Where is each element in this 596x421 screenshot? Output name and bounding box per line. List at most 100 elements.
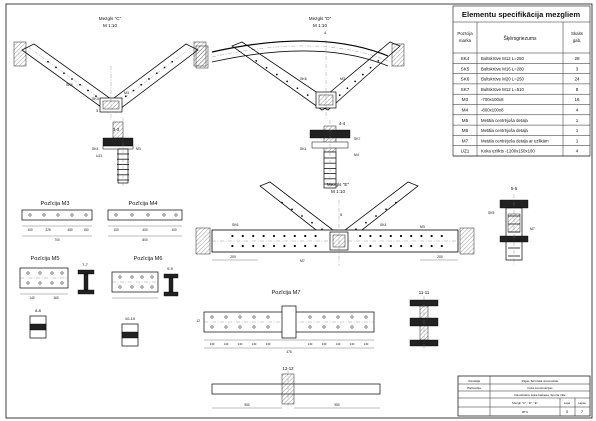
bolt-mark (95, 95, 97, 98)
section-10-10-label: 10-10 (125, 316, 136, 321)
bolt-mark (359, 234, 362, 238)
spec-row-desc: Koka uzlikts -1200x150x100 (481, 149, 535, 154)
m3-dim-c: 450 (67, 228, 73, 232)
title-sheet-title: Mezgli "C", "D", "E" (512, 401, 538, 405)
m7-dim-seg: 140 (238, 342, 243, 346)
position-m5: Pozīcija M5 7-7 140 160 8-8 (19, 256, 95, 339)
sheet-frame (5, 3, 593, 419)
title-sheets-total: 7 (581, 410, 583, 414)
spec-table: Elementu specifikācija mezgliem Pozīcija… (452, 5, 591, 157)
section-9-9-label: 9-9 (167, 266, 174, 271)
title-block: Rīgas Tehniskā universitāte Koka konstru… (457, 375, 591, 417)
spec-row-pos: SK7 (461, 87, 470, 92)
section-8-8-label: 8-8 (35, 308, 42, 313)
hole-mark (140, 285, 144, 289)
hole-mark (252, 325, 256, 329)
bolt-mark (410, 234, 413, 238)
section-5-5-sk5: SK5 (488, 211, 495, 215)
spec-row-qty: 4 (576, 108, 579, 113)
bolt-mark (71, 78, 73, 80)
hole-mark (130, 213, 134, 217)
m4-dim-a: 100 (113, 228, 119, 232)
node-c-cut-3: 3 (96, 108, 99, 113)
bolt-mark (255, 59, 258, 62)
node-c-view: Mezgls "C" M 1:10 SK4 M3 3 SK6 (13, 16, 207, 120)
bolt-mark (369, 66, 372, 69)
title-role2: Pārbaudīja (467, 386, 481, 390)
bolt-mark (272, 234, 276, 238)
spec-header-desc: Šķērsgriezums (503, 35, 537, 42)
section-4-4-m4: M4 (354, 153, 359, 157)
spec-row-qty: 3 (576, 66, 579, 71)
title-sheet-no: 5 (566, 410, 568, 414)
bolt-mark (311, 221, 313, 224)
hole-mark (266, 325, 270, 329)
title-role1: Izstrādāja (468, 379, 481, 383)
bolt-mark (304, 234, 307, 238)
bolt-mark (296, 87, 299, 90)
section-7-7-label: 7-7 (82, 262, 89, 267)
bolt-mark (265, 66, 268, 69)
node-c-scale: M 1:10 (103, 23, 117, 28)
position-m6: Pozīcija M6 9-9 10-10 (111, 256, 179, 347)
node-e-label-m7: M7 (300, 259, 305, 263)
section-4-4: 4-4 SK7 SK4 M4 (300, 120, 361, 190)
bolt-mark (47, 60, 49, 63)
hole-mark (60, 271, 64, 275)
section-3-3-sk4: SK4 (92, 147, 99, 151)
bolt-mark (410, 244, 413, 248)
bolt-mark (359, 244, 362, 248)
spec-header-qty-2: gab. (573, 38, 582, 43)
m7-dim-seg: 140 (252, 342, 257, 346)
hole-mark (210, 325, 214, 329)
m7-dim-seg: 140 (364, 342, 369, 346)
bolt-mark (283, 244, 286, 248)
hole-mark (140, 275, 144, 279)
hole-mark (322, 325, 326, 329)
bolt-mark (369, 244, 372, 248)
title-stage: RTU (522, 410, 528, 414)
s1212-dim-l: 950 (244, 403, 250, 407)
hole-mark (146, 213, 150, 217)
spec-row-desc: Metāla centrējoša detaļa (481, 118, 528, 123)
node-d-cut-4: 4 (324, 30, 327, 35)
bolt-mark (171, 60, 174, 63)
position-m7-title: Pozīcija M7 (272, 290, 301, 296)
bolt-mark (399, 234, 403, 238)
spec-row-desc: Metāla centrējoša detaļa ar uzlikām (481, 138, 549, 143)
section-3-3: 3-3 SK4 M3 UZ1 (92, 118, 141, 186)
hole-mark (308, 315, 312, 319)
bolt-mark (283, 234, 286, 238)
hole-mark (28, 213, 32, 217)
spec-row-pos: M4 (462, 108, 469, 113)
m3-dim-b: 225 (45, 228, 51, 232)
spec-row-desc: Metāla centrējoša detaļa (481, 128, 528, 133)
node-e-title: Mezgls "E" (327, 182, 350, 187)
bolt-mark (440, 244, 443, 248)
title-sheet-label: Lapa (564, 401, 571, 405)
m5-dim-a: 140 (29, 296, 35, 300)
hole-mark (26, 281, 30, 285)
hole-mark (224, 325, 228, 329)
node-e-dim-r: 200 (437, 255, 443, 259)
bolt-mark (155, 72, 158, 75)
hole-mark (38, 281, 42, 285)
bolt-mark (291, 208, 293, 211)
bolt-mark (132, 89, 135, 92)
bolt-mark (379, 234, 382, 238)
m7-dim-seg: 140 (322, 342, 327, 346)
bolt-mark (262, 244, 265, 248)
bolt-mark (420, 234, 423, 238)
bolt-mark (241, 234, 244, 238)
spec-row-pos: M6 (462, 128, 469, 133)
spec-header-pos-1: Pozīcija (457, 31, 473, 36)
m7-dim-seg: 140 (210, 342, 215, 346)
bolt-mark (395, 201, 397, 204)
bolt-mark (241, 244, 244, 248)
title-project: Daudzstāvu koka karkasa, Sporta zāle (514, 393, 566, 397)
position-m4-title: Pozīcija M4 (129, 201, 158, 207)
bolt-mark (379, 244, 382, 248)
